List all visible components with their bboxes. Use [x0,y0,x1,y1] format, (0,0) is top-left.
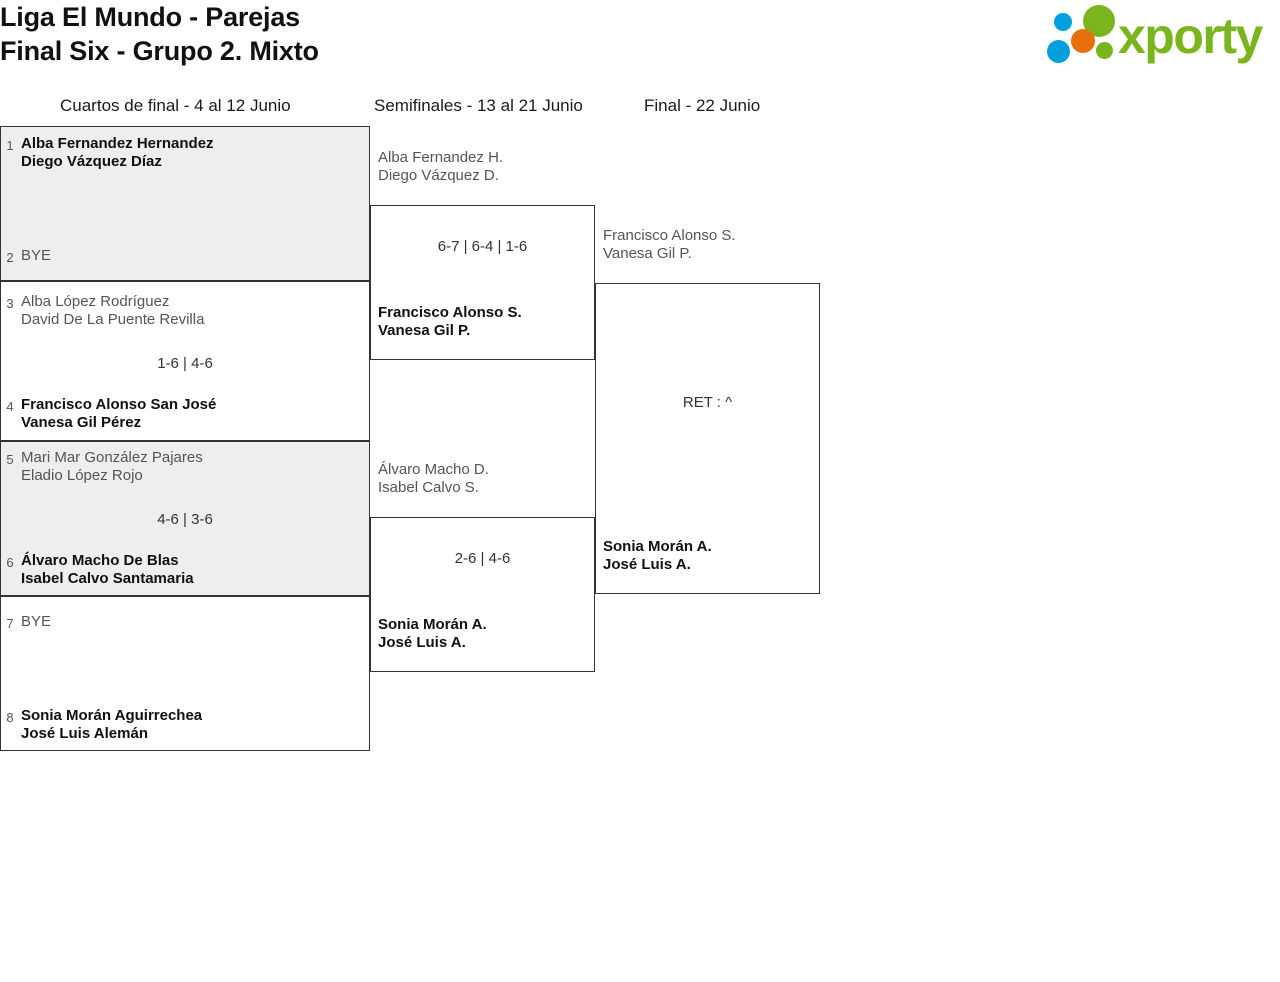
page-title-line-1: Liga El Mundo - Parejas [0,2,300,32]
xporty-logo: xporty [1046,4,1278,70]
logo-dot-orange [1071,29,1095,53]
match-r2-1-score: 6-7 | 6-4 | 1-6 [437,238,528,255]
match-r2-1[interactable]: Alba Fernandez H. Diego Vázquez D. 6-7 |… [370,149,595,360]
page-title: Liga El Mundo - Parejas Final Six - Grup… [0,0,900,68]
logo-wordmark: xporty [1118,8,1263,64]
competitor-names: Álvaro Macho De Blas Isabel Calvo Santam… [21,552,194,587]
match-r1-1-slot-top[interactable]: 1 Alba Fernandez Hernandez Diego Vázquez… [1,135,369,171]
seed-number: 8 [6,710,14,725]
seed-number: 2 [6,250,14,265]
logo-dots-icon [1046,4,1126,66]
match-r2-2-slot-bottom[interactable]: Sonia Morán A. José Luis A. [371,616,594,652]
seed-number: 3 [6,296,14,311]
competitor-names: Sonia Morán A. José Luis A. [378,616,487,651]
seed-number: 6 [6,555,14,570]
match-r1-1-slot-bottom[interactable]: 2 BYE [1,247,369,265]
match-r1-2-score: 1-6 | 4-6 [157,355,213,372]
competitor-names: Alba Fernandez Hernandez Diego Vázquez D… [21,135,214,170]
competitor-names: Francisco Alonso S. Vanesa Gil P. [603,227,736,262]
match-r1-4[interactable]: 7 BYE 8 Sonia Morán Aguirrechea José Lui… [0,596,370,751]
competitor-names: Francisco Alonso San José Vanesa Gil Pér… [21,396,217,431]
match-r1-2-slot-bottom[interactable]: 4 Francisco Alonso San José Vanesa Gil P… [1,396,369,432]
seed-number: 7 [6,616,14,631]
page-title-line-2: Final Six - Grupo 2. Mixto [0,36,319,66]
competitor-names: BYE [21,247,52,264]
competitor-names: Mari Mar González Pajares Eladio López R… [21,449,203,484]
match-r1-2-slot-top[interactable]: 3 Alba López Rodríguez David De La Puent… [1,293,369,329]
logo-dot-blue-top [1054,13,1072,31]
match-r1-4-slot-bottom[interactable]: 8 Sonia Morán Aguirrechea José Luis Alem… [1,707,369,743]
match-r1-4-slot-top[interactable]: 7 BYE [1,613,369,631]
match-r3-1-slot-bottom[interactable]: Sonia Morán A. José Luis A. [596,538,819,574]
match-r3-1-score: RET : ^ [682,394,733,411]
match-r2-1-slot-top[interactable]: Alba Fernandez H. Diego Vázquez D. [371,149,594,185]
match-r1-3-score: 4-6 | 3-6 [157,511,213,528]
match-r2-2[interactable]: Álvaro Macho D. Isabel Calvo S. 2-6 | 4-… [370,461,595,672]
match-r2-2-score: 2-6 | 4-6 [454,550,511,567]
competitor-names: Francisco Alonso S. Vanesa Gil P. [378,304,522,339]
competitor-names: Álvaro Macho D. Isabel Calvo S. [378,461,489,496]
match-r1-1[interactable]: 1 Alba Fernandez Hernandez Diego Vázquez… [0,126,370,281]
logo-dot-blue-bottom [1047,40,1070,63]
round-header-quarterfinals: Cuartos de final - 4 al 12 Junio [60,96,291,115]
seed-number: 4 [6,399,14,414]
competitor-names: Sonia Morán Aguirrechea José Luis Alemán [21,707,203,742]
logo-dot-green-small [1096,42,1113,59]
competitor-names: Alba López Rodríguez David De La Puente … [21,293,205,328]
match-r1-3-slot-bottom[interactable]: 6 Álvaro Macho De Blas Isabel Calvo Sant… [1,552,369,588]
seed-number: 1 [6,138,14,153]
match-r1-3[interactable]: 5 Mari Mar González Pajares Eladio López… [0,441,370,596]
competitor-names: Sonia Morán A. José Luis A. [603,538,712,573]
round-header-semifinals: Semifinales - 13 al 21 Junio [374,96,583,115]
competitor-names: BYE [21,613,52,630]
match-r2-2-slot-top[interactable]: Álvaro Macho D. Isabel Calvo S. [371,461,594,497]
match-r2-1-slot-bottom[interactable]: Francisco Alonso S. Vanesa Gil P. [371,304,594,340]
seed-number: 5 [6,452,14,467]
match-r3-1[interactable]: Francisco Alonso S. Vanesa Gil P. RET : … [595,227,820,594]
match-r1-3-slot-top[interactable]: 5 Mari Mar González Pajares Eladio López… [1,449,369,485]
competitor-names: Alba Fernandez H. Diego Vázquez D. [378,149,504,184]
round-header-final: Final - 22 Junio [644,96,761,115]
match-r3-1-slot-top[interactable]: Francisco Alonso S. Vanesa Gil P. [596,227,819,263]
match-r1-2[interactable]: 3 Alba López Rodríguez David De La Puent… [0,281,370,441]
